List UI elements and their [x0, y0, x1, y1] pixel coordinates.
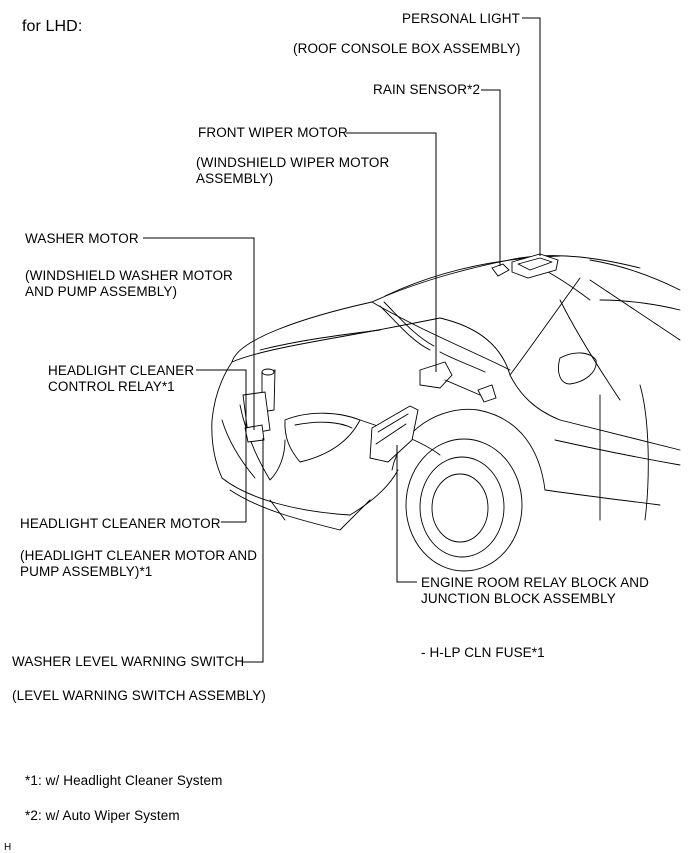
rain-sensor-part [491, 263, 510, 277]
footnote-2: *2: w/ Auto Wiper System [25, 808, 180, 823]
headlight-cleaner-motor-assembly-line1: (HEADLIGHT CLEANER MOTOR AND [20, 548, 258, 563]
washer-motor-assembly-line2: AND PUMP ASSEMBLY) [25, 284, 178, 299]
page-title: for LHD: [22, 18, 83, 35]
figure-code: H [4, 842, 12, 853]
relay-block-part [369, 405, 419, 463]
washer-motor-assembly-line1: (WINDSHIELD WASHER MOTOR [25, 268, 233, 283]
washer-tank-part [242, 368, 276, 443]
leader-lines [143, 17, 541, 663]
washer-level-switch-assembly-label: (LEVEL WARNING SWITCH ASSEMBLY) [12, 688, 266, 703]
hlp-cln-fuse-label: - H-LP CLN FUSE*1 [421, 645, 545, 660]
washer-motor-label: WASHER MOTOR [25, 231, 139, 246]
headlight-cleaner-motor-label: HEADLIGHT CLEANER MOTOR [20, 516, 221, 531]
personal-light-label: PERSONAL LIGHT [402, 11, 520, 26]
washer-level-switch-label: WASHER LEVEL WARNING SWITCH [12, 654, 245, 669]
rain-sensor-label: RAIN SENSOR*2 [373, 82, 481, 97]
personal-light-part [511, 253, 559, 279]
front-wiper-motor-label: FRONT WIPER MOTOR [198, 125, 348, 140]
front-wiper-assembly-line1: (WINDSHIELD WIPER MOTOR [196, 155, 390, 170]
car-body-outline [211, 255, 681, 572]
engine-room-relay-block-line1: ENGINE ROOM RELAY BLOCK AND [421, 575, 650, 590]
engine-room-relay-block-line2: JUNCTION BLOCK ASSEMBLY [421, 591, 616, 606]
headlight-cleaner-relay-line1: HEADLIGHT CLEANER [48, 363, 195, 378]
headlight-cleaner-relay-line2: CONTROL RELAY*1 [48, 379, 175, 394]
front-wiper-assembly-line2: ASSEMBLY) [196, 171, 274, 186]
front-wiper-part [379, 301, 497, 403]
headlight-cleaner-motor-assembly-line2: PUMP ASSEMBLY)*1 [20, 564, 153, 579]
personal-light-assembly-label: (ROOF CONSOLE BOX ASSEMBLY) [293, 41, 521, 56]
footnote-1: *1: w/ Headlight Cleaner System [25, 773, 223, 788]
